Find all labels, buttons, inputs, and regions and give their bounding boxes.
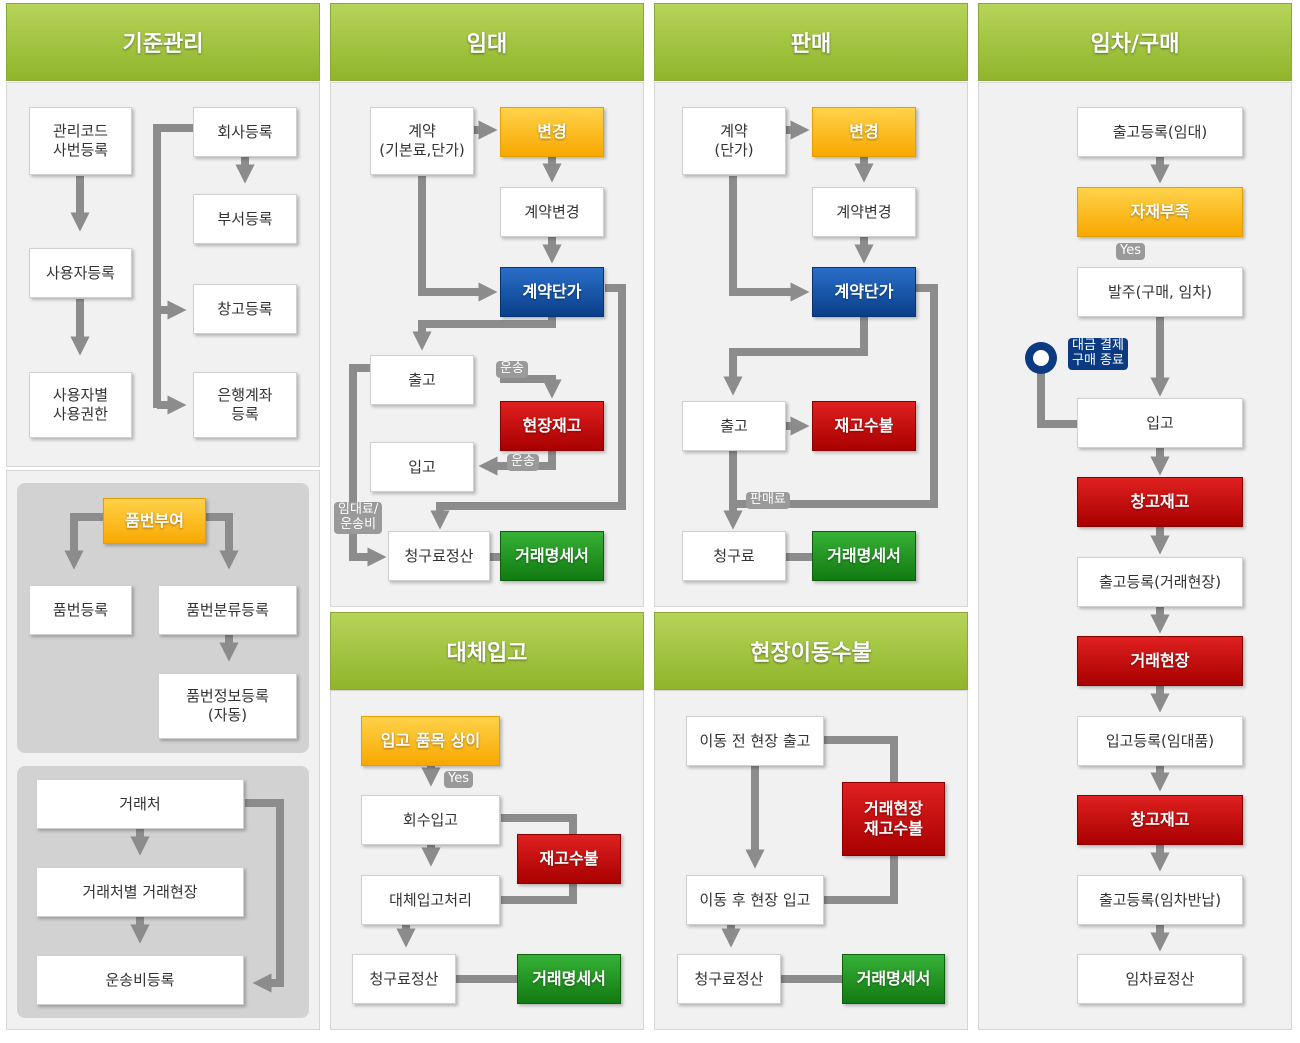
move-site-stock-flow-box: 거래현장 재고수불 [842, 782, 945, 856]
lease-wh-stock-box-1: 창고재고 [1077, 477, 1243, 527]
move-billing-box: 청구료정산 [677, 954, 781, 1004]
rental-transport-label-1: 운송 [496, 361, 528, 378]
dept-register-box: 부서등록 [193, 194, 297, 244]
sub-recover-in-box: 회수입고 [361, 795, 500, 845]
lease-shortage-box: 자재부족 [1077, 187, 1243, 237]
rental-change-box: 변경 [500, 107, 604, 157]
sales-change-box: 변경 [812, 107, 916, 157]
lease-in-rental-box: 입고등록(임대품) [1077, 716, 1243, 766]
rental-out-box: 출고 [370, 355, 474, 405]
rental-transport-label-2: 운송 [507, 454, 539, 471]
lease-yes-label: Yes [1116, 243, 1145, 260]
move-statement-box: 거래명세서 [842, 954, 945, 1004]
sales-stock-flow-box: 재고수불 [812, 401, 916, 451]
sales-out-box: 출고 [682, 401, 786, 451]
item-class-register-box: 품번분류등록 [158, 585, 297, 635]
sales-fee-label: 판매료 [746, 492, 790, 509]
client-box: 거래처 [36, 779, 244, 829]
move-before-out-box: 이동 전 현장 출고 [686, 716, 824, 766]
user-auth-box: 사용자별 사용권한 [29, 372, 132, 438]
move-after-in-box: 이동 후 현장 입고 [686, 875, 824, 925]
header-site-move: 현장이동수불 [654, 612, 968, 690]
lease-out-site-box: 출고등록(거래현장) [1077, 557, 1243, 607]
rental-contract-change-box: 계약변경 [500, 187, 604, 237]
lease-out-rental-box: 출고등록(임대) [1077, 107, 1243, 157]
lease-site-box: 거래현장 [1077, 636, 1243, 686]
header-substitute: 대체입고 [330, 612, 644, 690]
warehouse-register-box: 창고등록 [193, 284, 297, 334]
sales-contract-change-box: 계약변경 [812, 187, 916, 237]
panel-lease [978, 82, 1292, 1030]
item-register-box: 품번등록 [29, 585, 132, 635]
lease-in-box: 입고 [1077, 398, 1243, 448]
sub-statement-box: 거래명세서 [517, 954, 621, 1004]
lease-out-return-box: 출고등록(임차반납) [1077, 875, 1243, 925]
rental-statement-box: 거래명세서 [500, 531, 604, 581]
item-info-register-box: 품번정보등록 (자동) [158, 673, 297, 739]
lease-wh-stock-box-2: 창고재고 [1077, 795, 1243, 845]
rental-billing-box: 청구료정산 [388, 531, 490, 581]
sub-process-box: 대체입고처리 [361, 875, 500, 925]
header-rental: 임대 [330, 3, 644, 81]
header-lease: 임차/구매 [978, 3, 1292, 81]
rental-contract-box: 계약 (기본료,단가) [370, 107, 474, 175]
sales-unit-price-box: 계약단가 [812, 267, 916, 317]
lease-order-box: 발주(구매, 임차) [1077, 267, 1243, 317]
sales-statement-box: 거래명세서 [812, 531, 916, 581]
sub-yes-label: Yes [444, 771, 473, 788]
sub-billing-box: 청구료정산 [352, 954, 456, 1004]
header-standard: 기준관리 [6, 3, 320, 81]
company-register-box: 회사등록 [193, 107, 297, 157]
sales-billing-box: 청구료 [682, 531, 786, 581]
lease-fee-box: 임차료정산 [1077, 954, 1243, 1004]
item-assign-box: 품번부여 [103, 498, 206, 544]
client-site-box: 거래처별 거래현장 [36, 867, 244, 917]
bank-register-box: 은행계좌 등록 [193, 372, 297, 438]
rental-unit-price-box: 계약단가 [500, 267, 604, 317]
rental-site-stock-box: 현장재고 [500, 401, 604, 451]
sub-stock-flow-box: 재고수불 [517, 834, 621, 884]
rental-in-box: 입고 [370, 442, 474, 492]
freight-register-box: 운송비등록 [36, 955, 244, 1005]
lease-payment-label: 대금 결제 구매 종료 [1068, 338, 1128, 370]
rental-fee-label: 임대료/ 운송비 [334, 502, 383, 534]
header-sales: 판매 [654, 3, 968, 81]
code-register-box: 관리코드 사번등록 [29, 107, 132, 175]
sub-mismatch-box: 입고 품목 상이 [361, 716, 500, 766]
sales-contract-box: 계약 (단가) [682, 107, 786, 175]
user-register-box: 사용자등록 [29, 248, 132, 298]
